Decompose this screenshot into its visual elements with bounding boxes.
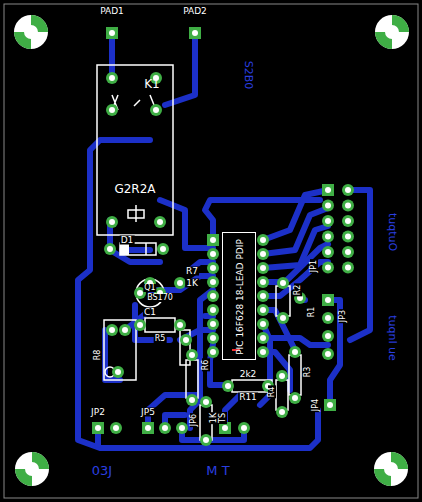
part-name: R6 xyxy=(202,359,210,372)
part-name: R11 xyxy=(238,393,258,402)
connector-name: JP1 xyxy=(310,259,318,273)
connector-name: JP3 xyxy=(339,309,347,323)
ic-pin xyxy=(257,290,269,302)
part-name: R5 xyxy=(154,335,167,343)
ic-pin xyxy=(207,276,219,288)
header-pin xyxy=(322,184,334,196)
pad-name: PAD2 xyxy=(182,7,208,16)
part-name: C1 xyxy=(143,308,157,317)
ic-pin xyxy=(257,346,269,358)
part-name: TS xyxy=(219,412,227,424)
part-name: D1 xyxy=(120,236,135,245)
header-pin xyxy=(342,246,354,258)
ic-pin xyxy=(257,304,269,316)
connector-name: JP2 xyxy=(90,408,106,417)
part-name: R4 xyxy=(268,386,276,399)
ic-pin xyxy=(257,234,269,246)
part-name: Q1 xyxy=(143,284,156,292)
ic-pin xyxy=(207,234,219,246)
part-value: 1K xyxy=(185,279,199,288)
part-name: R1 xyxy=(308,306,316,319)
header-pin xyxy=(342,184,354,196)
header-pin xyxy=(322,246,334,258)
part-name: R8 xyxy=(94,349,102,362)
ic-pin xyxy=(207,332,219,344)
part-value: G2R2A xyxy=(114,183,155,195)
relay-outline: K1G2R2A xyxy=(97,65,173,235)
copper-text: S2B0 xyxy=(243,61,254,90)
part-value: BS170 xyxy=(146,294,174,302)
ic-pin xyxy=(207,304,219,316)
part-name: R3 xyxy=(304,366,312,379)
part-name: R2 xyxy=(294,284,302,297)
ic-pin xyxy=(207,262,219,274)
pad-name: PAD1 xyxy=(99,7,125,16)
part-value: 1K xyxy=(210,412,218,424)
header-pin xyxy=(342,231,354,243)
header-pin xyxy=(322,262,334,274)
connector-name: JP6 xyxy=(190,413,198,427)
ic-pin xyxy=(207,346,219,358)
ic-pin xyxy=(257,318,269,330)
ic-pin xyxy=(257,276,269,288)
copper-text: tuqnI ue xyxy=(387,315,398,361)
header-pin xyxy=(322,200,334,212)
connector-name: JP5 xyxy=(140,408,156,417)
header-pin xyxy=(322,215,334,227)
copper-text: M T xyxy=(206,464,229,477)
header-pin xyxy=(342,215,354,227)
ic-pin xyxy=(207,248,219,260)
ic-pin xyxy=(257,332,269,344)
ic-pin xyxy=(257,262,269,274)
part-name: R7 xyxy=(185,267,199,276)
ic-outline: PIC 16F628 18-LEAD PDIP xyxy=(222,232,256,360)
ic-pin xyxy=(207,290,219,302)
connector-name: JP4 xyxy=(312,398,320,412)
ic-pin xyxy=(207,318,219,330)
ic-name: PIC 16F628 18-LEAD PDIP xyxy=(236,239,245,355)
copper-text: tuqtuO xyxy=(387,213,398,251)
header-pin xyxy=(342,200,354,212)
copper-text: 03J xyxy=(92,464,112,477)
header-pin xyxy=(342,262,354,274)
ic-pin xyxy=(257,248,269,260)
header-pin xyxy=(322,231,334,243)
part-value: 2k2 xyxy=(239,370,258,379)
part-name: K1 xyxy=(144,78,160,90)
